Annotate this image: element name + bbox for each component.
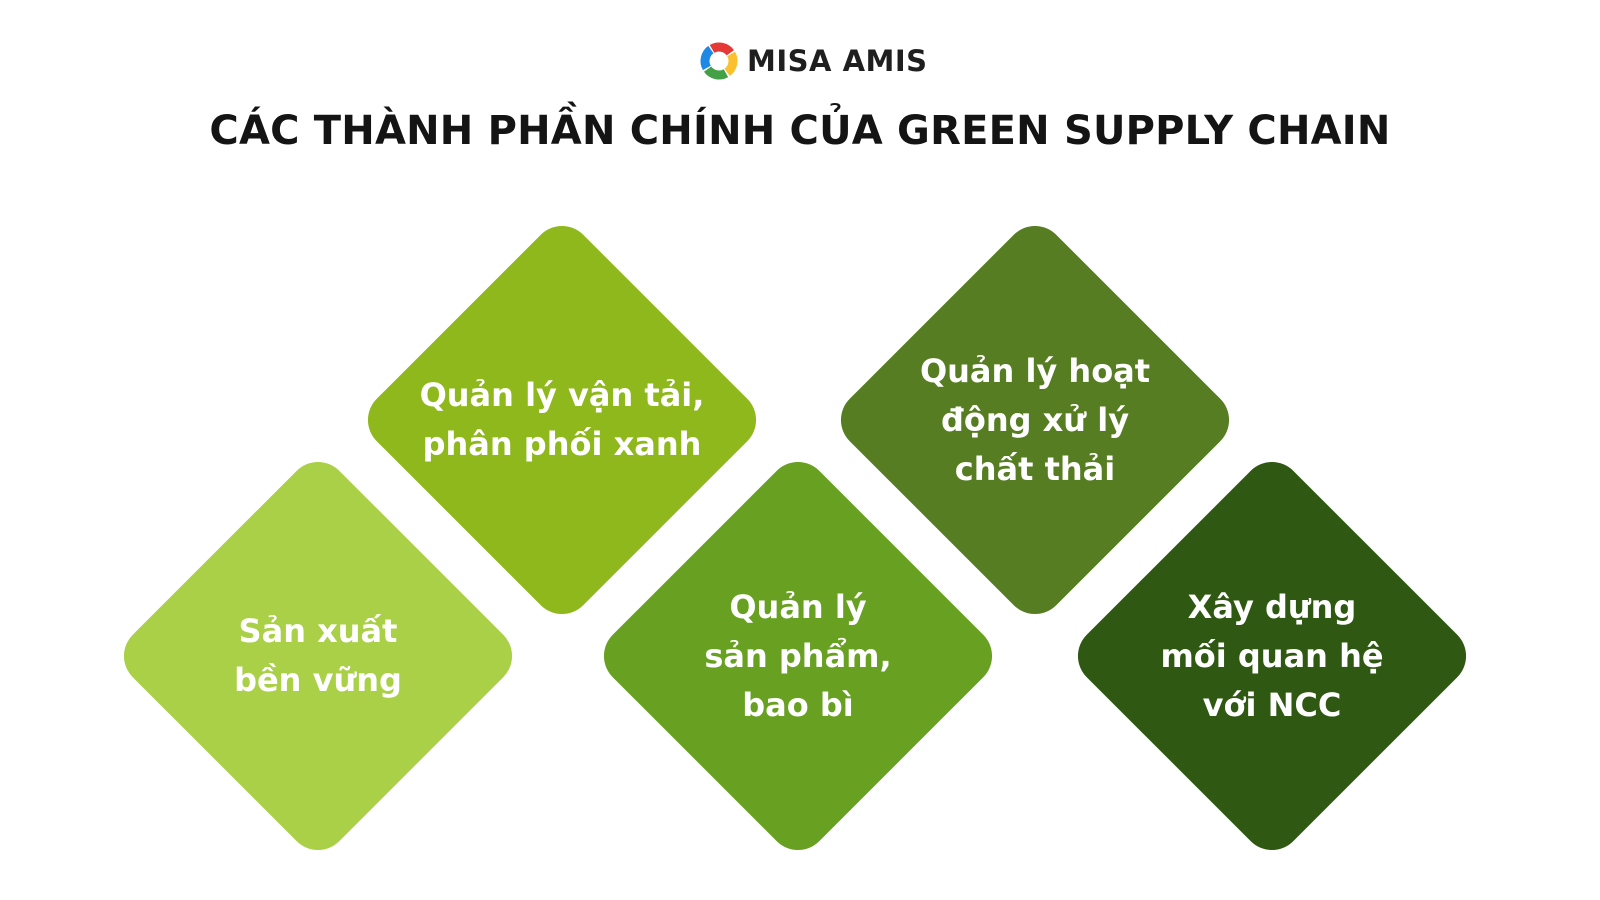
component-sustainable-production: Sản xuất bền vững [110, 448, 526, 864]
component-label: Quản lý vận tải, phân phối xanh [419, 376, 705, 463]
page-title: CÁC THÀNH PHẦN CHÍNH CỦA GREEN SUPPLY CH… [209, 108, 1391, 154]
component-green-transport-distribution: Quản lý vận tải, phân phối xanh [354, 212, 770, 628]
brand-logo: MISA AMIS [699, 38, 928, 84]
component-waste-treatment-management: Quản lý hoạt động xử lý chất thải [827, 212, 1243, 628]
component-supplier-relationship: Xây dựng mối quan hệ với NCC [1064, 448, 1480, 864]
component-label: Sản xuất bền vững [234, 612, 402, 699]
component-label: Quản lý sản phẩm, bao bì [704, 587, 892, 724]
logo-segment-red [700, 42, 738, 80]
component-label: Quản lý hoạt động xử lý chất thải [919, 351, 1151, 488]
logo-text: MISA AMIS [747, 44, 928, 78]
component-label: Xây dựng mối quan hệ với NCC [1160, 587, 1384, 724]
misa-logo-icon [700, 42, 738, 80]
component-product-packaging-management: Quản lý sản phẩm, bao bì [590, 448, 1006, 864]
